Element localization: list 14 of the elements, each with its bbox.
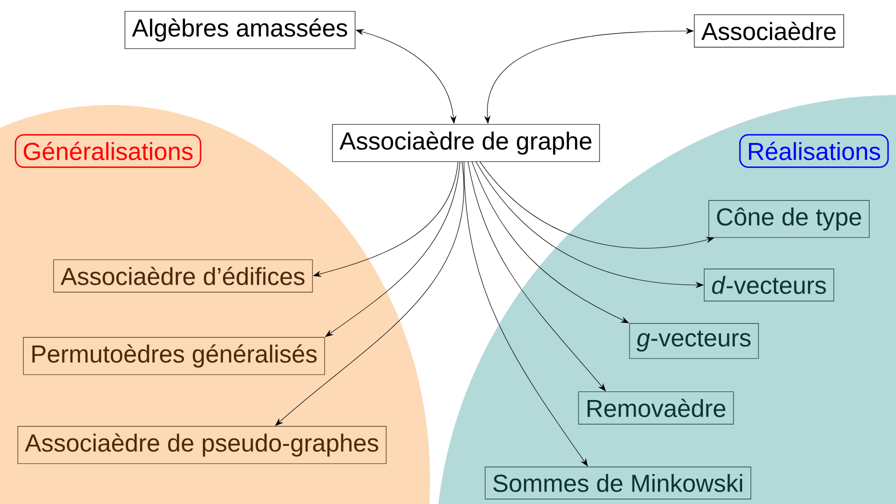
concept-box: Cône de type	[708, 200, 870, 238]
concept-box: Algèbres amassées	[124, 11, 356, 49]
group-label: Réalisations	[739, 134, 889, 168]
concept-box: Associaèdre de graphe	[332, 124, 600, 162]
group-label: Généralisations	[14, 134, 202, 168]
concept-box: Sommes de Minkowski	[484, 466, 752, 500]
concept-box: Associaèdre d’édifices	[53, 260, 313, 292]
concept-box: Associaèdre de pseudo-graphes	[18, 426, 386, 464]
concept-box: Removaèdre	[578, 392, 734, 424]
concept-box: d-vecteurs	[704, 268, 834, 302]
concept-box: Associaèdre	[694, 14, 844, 48]
concept-box: g-vecteurs	[629, 323, 759, 359]
arrow	[468, 162, 606, 392]
concept-box: Permutoèdres généralisés	[23, 337, 325, 375]
